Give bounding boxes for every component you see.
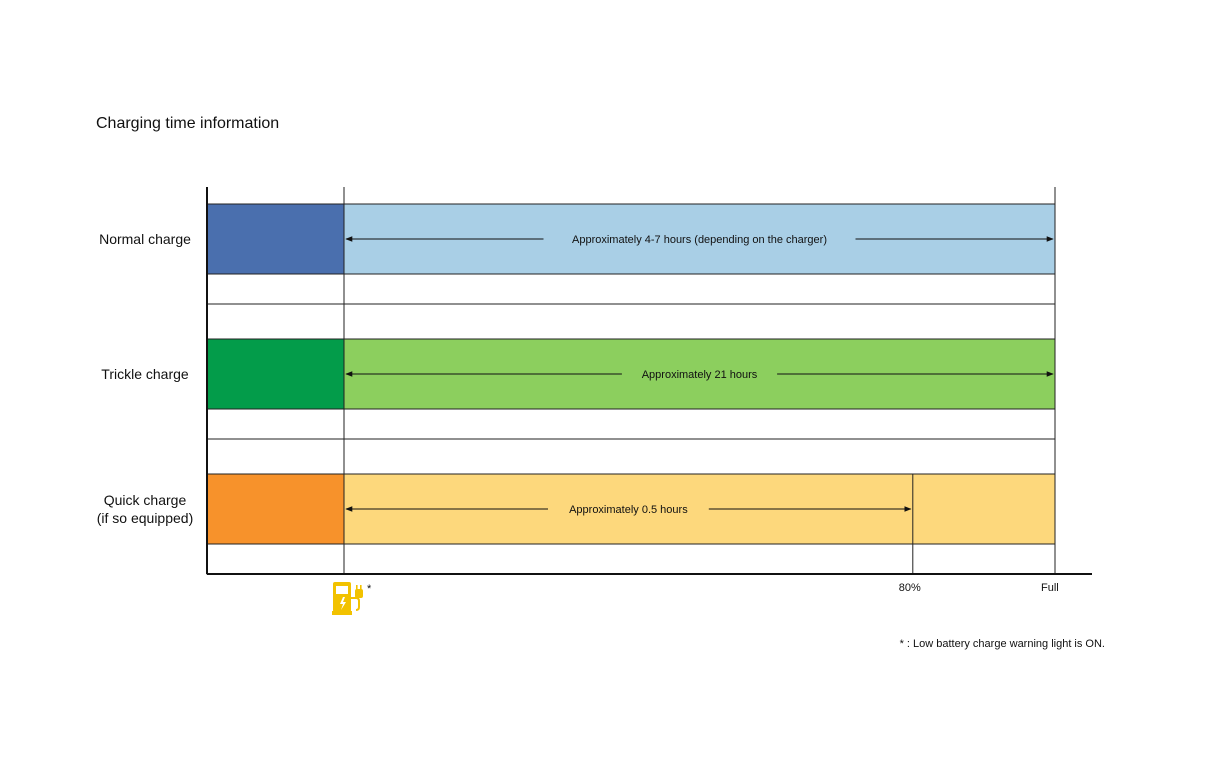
asterisk-marker: * xyxy=(367,583,371,595)
duration-label: Approximately 21 hours xyxy=(642,369,758,381)
row-label-line: Trickle charge xyxy=(55,365,235,383)
ev-charging-pump-icon xyxy=(332,580,366,616)
row-label: Quick charge(if so equipped) xyxy=(55,491,235,527)
footnote: * : Low battery charge warning light is … xyxy=(900,638,1105,650)
row-gap-band xyxy=(207,409,1055,439)
row-label-line: Normal charge xyxy=(55,230,235,248)
row-gap-band xyxy=(207,274,1055,304)
duration-label: Approximately 4-7 hours (depending on th… xyxy=(572,234,827,246)
row-label-line: (if so equipped) xyxy=(55,509,235,527)
row-label: Normal charge xyxy=(55,230,235,248)
row-gap-band xyxy=(207,544,1055,574)
row-label: Trickle charge xyxy=(55,365,235,383)
x-tick-label: 80% xyxy=(899,582,921,594)
row-label-line: Quick charge xyxy=(55,491,235,509)
x-tick-label: Full xyxy=(1041,582,1059,594)
duration-label: Approximately 0.5 hours xyxy=(569,504,688,516)
